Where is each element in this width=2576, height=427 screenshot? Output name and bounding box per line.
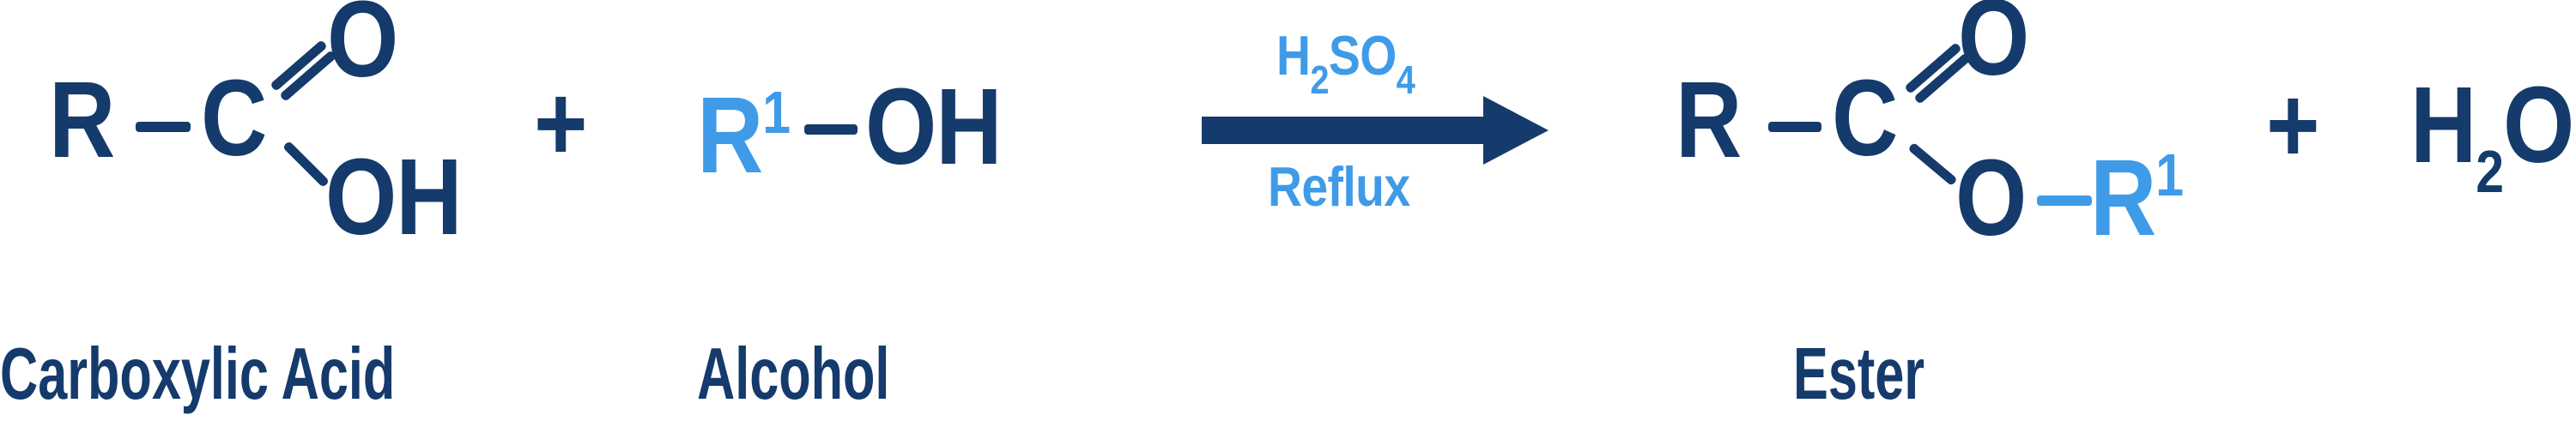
ester-r1: R [2090, 137, 2156, 258]
acid-r-c-bond [136, 122, 191, 132]
reaction-arrow-shaft [1202, 117, 1485, 144]
alcohol-bond [804, 124, 858, 135]
acid-single-bond [282, 140, 330, 189]
ester-r1-group: R1 [2090, 141, 2184, 252]
acid-carbonyl-o: O [327, 0, 398, 99]
plus-sign-left: + [534, 63, 588, 183]
water-sub-2: 2 [2476, 137, 2504, 205]
catalyst-sub-2: 2 [1310, 57, 1329, 103]
condition-reflux: Reflux [1268, 155, 1410, 218]
carboxylic-acid-label: Carboxylic Acid [0, 334, 396, 415]
ester-ether-o: O [1955, 137, 2027, 258]
water-h: H [2410, 64, 2476, 185]
water-o: O [2502, 64, 2574, 185]
acid-r-group: R [49, 59, 115, 180]
ester-r1-superscript: 1 [2155, 141, 2184, 209]
catalyst-sub-4: 4 [1396, 57, 1415, 103]
ester-r-c-bond [1768, 122, 1821, 132]
catalyst-so: SO [1328, 24, 1397, 87]
catalyst-h: H [1276, 24, 1311, 87]
ester-single-bond [1907, 141, 1958, 187]
catalyst-h2so4: H2SO4 [1276, 27, 1415, 100]
reaction-arrow-head [1483, 96, 1549, 165]
ester-carbonyl-o: O [1958, 0, 2029, 98]
ester-label: Ester [1793, 334, 1925, 415]
acid-hydroxyl: OH [325, 136, 463, 257]
acid-c-atom: C [201, 57, 267, 178]
alcohol-hydroxyl: OH [865, 66, 1003, 187]
water-h2o: H2O [2410, 71, 2574, 201]
alcohol-label: Alcohol [697, 334, 890, 415]
ester-c-atom: C [1832, 57, 1898, 178]
ester-r-group: R [1676, 59, 1742, 180]
alcohol-r: R [697, 75, 763, 195]
alcohol-r1-group: R1 [697, 79, 791, 189]
alcohol-r-superscript: 1 [762, 79, 791, 147]
ester-o-r1-bond [2037, 195, 2092, 206]
plus-sign-right: + [2266, 64, 2320, 185]
